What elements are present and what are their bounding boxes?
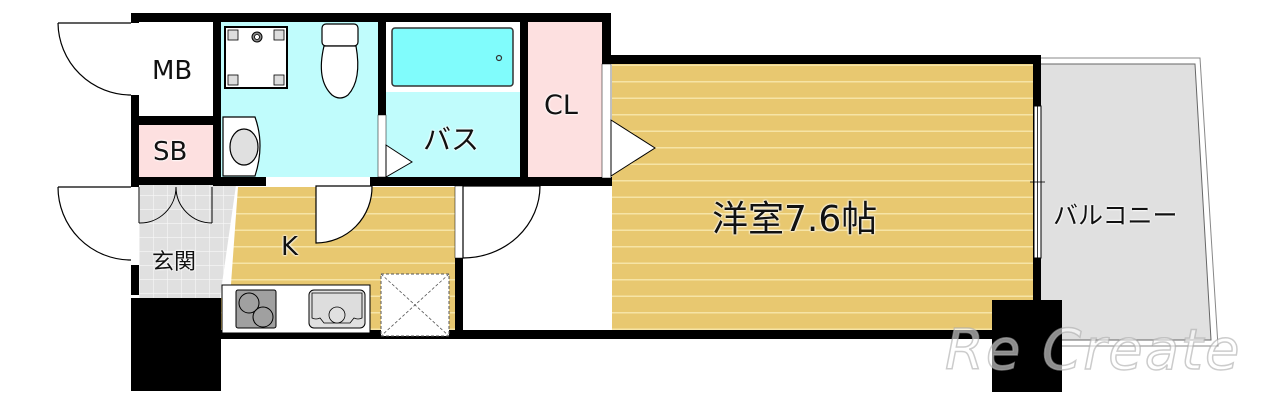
sb-room bbox=[139, 125, 213, 177]
room-door bbox=[454, 185, 541, 259]
toilet-icon bbox=[320, 23, 359, 99]
watermark: Re Create bbox=[944, 317, 1242, 384]
entrance-floor bbox=[139, 185, 236, 298]
closet-door bbox=[601, 63, 656, 179]
western-room-floor bbox=[612, 62, 1036, 338]
washing-machine-pan-icon bbox=[224, 26, 288, 89]
walls bbox=[131, 13, 1062, 392]
kitchen-label: K bbox=[281, 232, 299, 262]
balcony-window bbox=[1030, 105, 1045, 259]
shoe-box-doors bbox=[138, 186, 213, 224]
bathtub-icon bbox=[391, 27, 514, 87]
fridge-space bbox=[380, 273, 450, 337]
mb-room bbox=[139, 20, 213, 116]
washroom-door bbox=[266, 177, 373, 244]
balcony-label: バルコニー bbox=[1053, 201, 1178, 230]
closet-label: CL bbox=[544, 90, 578, 121]
wash-basin-icon bbox=[222, 116, 261, 177]
bath-label: バス bbox=[423, 123, 480, 156]
sink-icon bbox=[308, 289, 366, 329]
kitchen-counter bbox=[221, 284, 371, 334]
front-door-top bbox=[57, 22, 139, 96]
stove-icon bbox=[235, 289, 277, 329]
sb-label: SB bbox=[153, 137, 188, 167]
entrance-door bbox=[57, 186, 139, 265]
mb-label: MB bbox=[152, 56, 193, 86]
entrance-label: 玄関 bbox=[152, 250, 197, 275]
bath-door bbox=[377, 114, 413, 178]
western-room-label: 洋室7.6帖 bbox=[712, 199, 878, 240]
closet-room bbox=[528, 20, 602, 177]
